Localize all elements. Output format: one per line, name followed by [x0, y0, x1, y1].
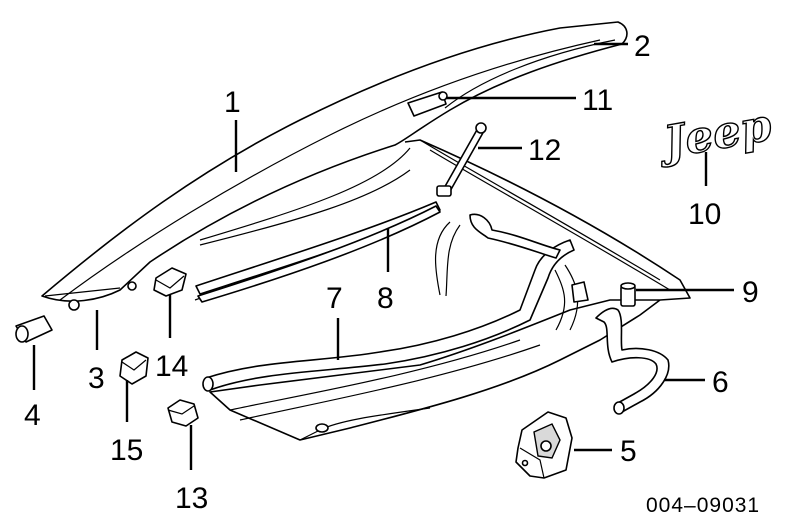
label-5: 5: [620, 435, 637, 468]
leader-lines: [32, 42, 734, 470]
insulator-pad: [197, 205, 441, 303]
label-6: 6: [712, 366, 729, 399]
clip-part-15: [119, 351, 149, 385]
label-11: 11: [582, 84, 613, 117]
hood-latch: [515, 411, 573, 479]
jeep-logo-text: Jeep: [653, 100, 775, 170]
label-13: 13: [175, 482, 208, 515]
hood-cable: [435, 213, 589, 331]
hood-seal: [202, 239, 575, 392]
washer-hose: [595, 307, 670, 415]
hood-bumper: [620, 282, 636, 307]
label-2: 2: [634, 30, 651, 63]
prop-rod: [436, 122, 487, 197]
callout-labels: 1 2 3 4 5 6 7 8 9 10 11 12 13 14 15: [24, 30, 759, 515]
label-3: 3: [88, 362, 105, 395]
hood-inner-frame: [194, 139, 691, 441]
label-15: 15: [110, 434, 143, 467]
label-10: 10: [688, 198, 721, 231]
latch-striker: [407, 91, 448, 117]
clip-part-14: [153, 267, 187, 297]
label-8: 8: [377, 282, 394, 315]
label-7: 7: [326, 282, 343, 315]
hood-panel: [41, 21, 628, 311]
diagram-code: 004–09031: [646, 494, 760, 517]
label-9: 9: [742, 276, 759, 309]
label-12: 12: [528, 134, 561, 167]
label-14: 14: [155, 350, 188, 383]
label-4: 4: [24, 399, 41, 432]
label-1: 1: [224, 86, 241, 119]
bumper-part-4: [15, 315, 53, 343]
jeep-emblem: Jeep: [653, 99, 776, 171]
clip-part-13: [167, 399, 199, 427]
